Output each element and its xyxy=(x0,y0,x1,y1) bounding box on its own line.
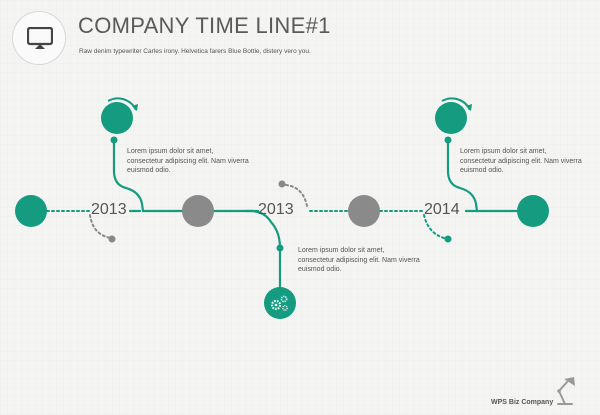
timeline-dot xyxy=(110,136,118,144)
milestone-description: Lorem ipsum dolor sit amet, consectetur … xyxy=(460,147,600,176)
timeline-dot xyxy=(108,235,116,243)
page-title: COMPANY TIME LINE#1 xyxy=(78,13,331,38)
desk-lamp-icon xyxy=(557,377,575,405)
page-subtitle: Raw denim typewriter Carles irony. Helve… xyxy=(79,48,311,55)
dotted-arc xyxy=(89,214,112,239)
year-label: 2013 xyxy=(258,201,294,218)
description-line: Lorem ipsum dolor sit amet, xyxy=(460,148,547,155)
description-line: consectetur adipiscing elit. Nam viverra xyxy=(460,157,582,165)
description-line: consectetur adipiscing elit. Nam viverra xyxy=(298,256,420,264)
description-line: consectetur adipiscing elit. Nam viverra xyxy=(127,157,249,165)
timeline-node-gray xyxy=(348,195,380,227)
header-badge xyxy=(12,11,66,65)
description-line: Lorem ipsum dolor sit amet, xyxy=(298,247,385,254)
timeline-node-start xyxy=(15,195,47,227)
branch-down xyxy=(244,209,282,290)
description-line: Lorem ipsum dolor sit amet, xyxy=(127,148,214,155)
description-line: euismod odio. xyxy=(460,167,504,174)
timeline-dot xyxy=(276,244,284,252)
timeline-node-end xyxy=(517,195,549,227)
footer-brand: WPS Biz Company xyxy=(491,399,554,406)
monitor-icon xyxy=(27,27,53,49)
branch-up-2 xyxy=(446,138,479,213)
milestone-node-1 xyxy=(101,97,138,134)
milestone-description: Lorem ipsum dolor sit amet, consectetur … xyxy=(127,147,267,176)
milestone-description: Lorem ipsum dolor sit amet, consectetur … xyxy=(298,246,438,275)
year-label: 2014 xyxy=(424,201,460,218)
branch-up-1 xyxy=(112,138,185,213)
milestone-node-3 xyxy=(435,97,472,134)
dotted-arc xyxy=(423,214,445,239)
year-label: 2013 xyxy=(91,201,127,218)
timeline-node-gray xyxy=(182,195,214,227)
timeline-dot xyxy=(444,136,452,144)
timeline-dot xyxy=(444,235,452,243)
dotted-arc xyxy=(285,184,308,207)
description-line: euismod odio. xyxy=(127,167,171,174)
description-line: euismod odio. xyxy=(298,266,342,273)
milestone-node-2 xyxy=(264,287,296,319)
timeline-dot xyxy=(278,180,286,188)
gears-icon xyxy=(270,295,288,311)
